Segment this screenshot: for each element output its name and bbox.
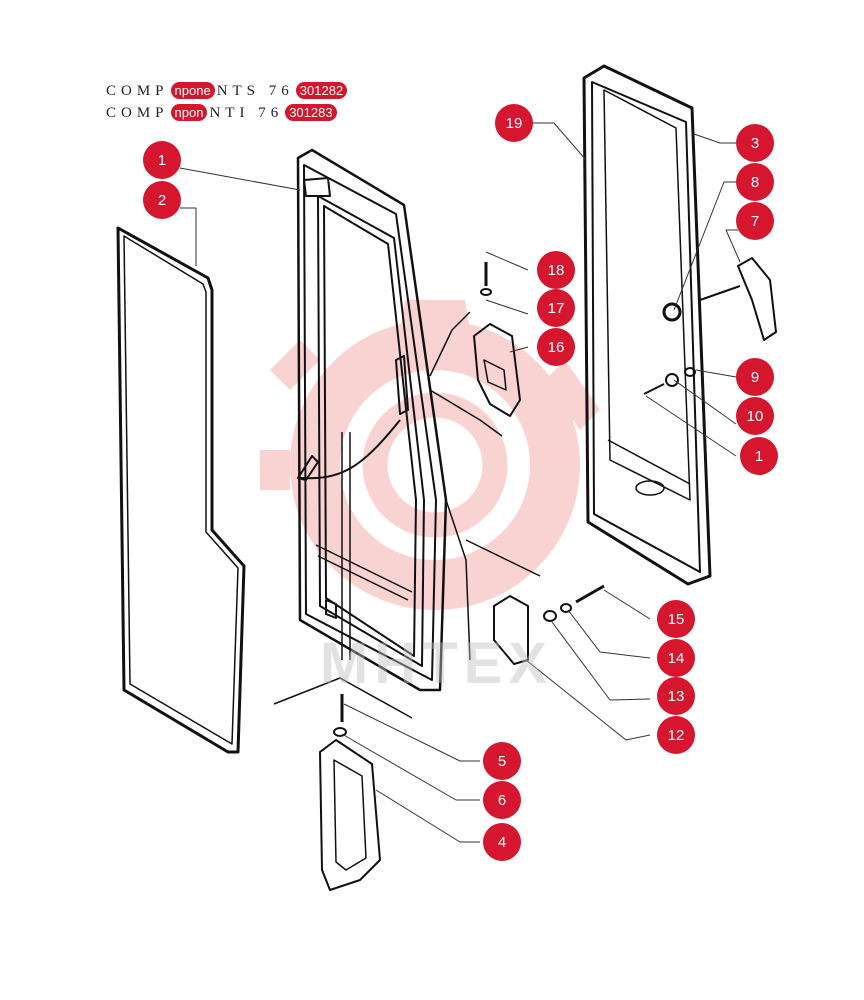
header-line-1-mid: NTS 76: [216, 83, 294, 99]
callout-17[interactable]: 17: [537, 289, 575, 327]
rear-panel-part: [582, 64, 712, 586]
callout-5[interactable]: 5: [483, 742, 521, 780]
glass-pane-part: [116, 226, 246, 754]
lock-body-part: [473, 262, 521, 417]
callout-3[interactable]: 3: [736, 124, 774, 162]
header-line-2-mid: NTI 76: [209, 105, 284, 121]
callout-1[interactable]: 1: [143, 141, 181, 179]
callout-15[interactable]: 15: [657, 600, 695, 638]
callout-8[interactable]: 8: [736, 163, 774, 201]
callout-19[interactable]: 19: [495, 104, 533, 142]
callout-12[interactable]: 12: [657, 716, 695, 754]
assembly-lines: [273, 311, 541, 719]
callout-7[interactable]: 7: [736, 202, 774, 240]
outer-handle-part: [643, 257, 777, 395]
callout-9[interactable]: 9: [736, 358, 774, 396]
door-frame-part: [296, 148, 448, 692]
striker-part: [493, 584, 605, 665]
header-line-1-pre: COMP: [106, 83, 169, 99]
callout-6[interactable]: 6: [483, 781, 521, 819]
header-line-2-badge-b: 301283: [285, 104, 337, 121]
header-line-2-pre: COMP: [106, 105, 169, 121]
callout-13[interactable]: 13: [657, 677, 695, 715]
inner-grip-part: [319, 694, 381, 891]
callout-2[interactable]: 2: [143, 181, 181, 219]
callout-18[interactable]: 18: [537, 251, 575, 289]
header-line-2-badge-a: npon: [170, 104, 208, 121]
callout-16[interactable]: 16: [537, 328, 575, 366]
header-line-1-badge-b: 301282: [295, 82, 348, 99]
watermark-text: MHTEX: [320, 631, 553, 696]
callout-11[interactable]: 1: [740, 437, 778, 475]
leader-lines: [179, 122, 741, 843]
callout-14[interactable]: 14: [657, 639, 695, 677]
callout-4[interactable]: 4: [483, 823, 521, 861]
header-line-1-badge-a: npone: [170, 82, 215, 99]
callout-10[interactable]: 10: [736, 397, 774, 435]
